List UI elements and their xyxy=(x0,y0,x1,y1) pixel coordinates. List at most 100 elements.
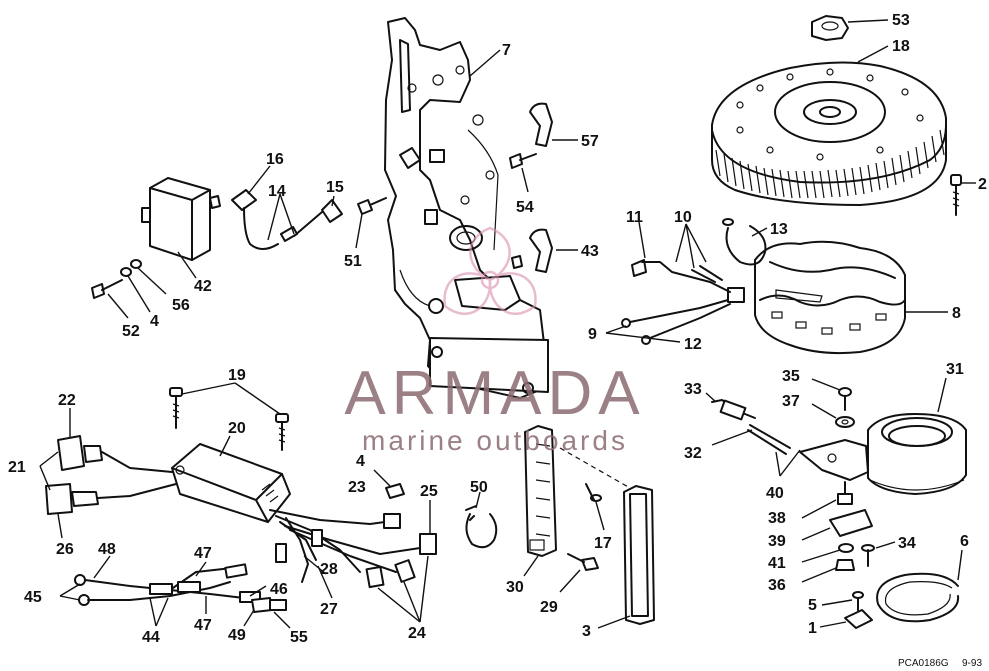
watermark-petal xyxy=(488,272,537,315)
retaining-ring-part xyxy=(876,572,960,623)
callout-13: 13 xyxy=(770,221,788,238)
callout-2: 2 xyxy=(978,176,987,193)
washer-56-part xyxy=(130,259,142,269)
callout-48: 48 xyxy=(98,541,116,558)
armature-plate-part xyxy=(384,17,549,399)
callout-26: 26 xyxy=(56,541,74,558)
callout-49: 49 xyxy=(228,627,246,644)
callout-12: 12 xyxy=(684,336,702,353)
callout-9: 9 xyxy=(588,326,597,343)
callout-57: 57 xyxy=(581,133,599,150)
callout-45: 45 xyxy=(24,589,42,606)
callout-36: 36 xyxy=(768,577,786,594)
callout-16: 16 xyxy=(266,151,284,168)
stator-part xyxy=(727,240,906,355)
callout-15: 15 xyxy=(326,179,344,196)
callout-41: 41 xyxy=(768,555,786,572)
callout-56: 56 xyxy=(172,297,190,314)
callout-35: 35 xyxy=(782,368,800,385)
spark-plug-cap-15-part xyxy=(279,199,343,242)
washer-37-part xyxy=(835,416,855,428)
connector-22-part xyxy=(57,435,173,473)
callout-42: 42 xyxy=(194,278,212,295)
watermark-brand: ARMADA xyxy=(344,359,645,428)
watermark-petal xyxy=(469,226,511,282)
flywheel-part xyxy=(711,61,947,206)
callout-10: 10 xyxy=(674,209,692,226)
callout-labels: 53 18 2 7 57 54 43 51 16 14 15 42 52 4 5… xyxy=(8,12,987,646)
callout-19: 19 xyxy=(228,367,246,384)
power-pack-screw-a-part xyxy=(169,387,183,429)
watermark-tagline: marine outboards xyxy=(362,425,628,456)
callout-38: 38 xyxy=(768,510,786,527)
callout-11: 11 xyxy=(626,209,643,226)
callout-18: 18 xyxy=(892,38,910,55)
callout-24: 24 xyxy=(408,625,426,642)
callout-6: 6 xyxy=(960,533,969,550)
callout-7: 7 xyxy=(502,42,511,59)
watermark-logo xyxy=(443,226,537,315)
washer-41-part xyxy=(838,543,854,553)
callout-31: 31 xyxy=(946,361,964,378)
connector-26-part xyxy=(45,483,177,515)
screw-17-part xyxy=(585,483,602,502)
strap-50-part xyxy=(465,505,498,549)
screw-29-part xyxy=(567,553,599,571)
drawing-code: PCA0186G xyxy=(898,658,949,669)
watermark-hub xyxy=(480,270,500,290)
callout-30: 30 xyxy=(506,579,524,596)
callout-50: 50 xyxy=(470,479,488,496)
screw-54-part xyxy=(509,153,537,169)
callout-37: 37 xyxy=(782,393,800,410)
callout-40: 40 xyxy=(766,485,784,502)
ignition-coil-part xyxy=(141,177,221,261)
callout-46: 46 xyxy=(270,581,288,598)
timer-base-part xyxy=(867,413,967,495)
screw-34-part xyxy=(861,544,875,567)
power-pack-screw-b-part xyxy=(275,413,289,451)
terminal-23-part xyxy=(385,483,405,499)
callout-29: 29 xyxy=(540,599,558,616)
callout-20: 20 xyxy=(228,420,246,437)
callout-47-a: 47 xyxy=(194,545,212,562)
callout-25: 25 xyxy=(420,483,438,500)
callout-8: 8 xyxy=(952,305,961,322)
lower-harness-part xyxy=(74,563,287,613)
nut-36-part xyxy=(835,559,855,571)
callout-4-b: 4 xyxy=(356,453,365,470)
stator-harness-part xyxy=(621,218,767,345)
flywheel-nut-part xyxy=(811,15,849,41)
link-39-part xyxy=(829,509,873,537)
callout-5: 5 xyxy=(808,597,817,614)
callout-55: 55 xyxy=(290,629,308,646)
power-pack-part xyxy=(171,443,291,523)
callout-17: 17 xyxy=(594,535,612,552)
sensor-part xyxy=(711,399,791,455)
screw-35-part xyxy=(838,387,852,411)
callout-44: 44 xyxy=(142,629,160,646)
callout-33: 33 xyxy=(684,381,702,398)
screw-5-part xyxy=(852,591,864,611)
callout-1: 1 xyxy=(808,620,817,637)
callout-4-a: 4 xyxy=(150,313,159,330)
callout-23: 23 xyxy=(348,479,366,496)
screw-38-part xyxy=(837,481,853,505)
callout-51: 51 xyxy=(344,253,362,270)
washer-4-part xyxy=(120,267,132,277)
cover-3-part xyxy=(623,485,655,625)
screw-52-part xyxy=(91,279,123,299)
bracket-30-part xyxy=(524,425,557,557)
callout-27: 27 xyxy=(320,601,338,618)
callout-22: 22 xyxy=(58,392,76,409)
flywheel-bolt-part xyxy=(950,174,962,216)
clamp-57-part xyxy=(529,102,553,147)
clamp-43-part xyxy=(511,228,553,273)
callout-28: 28 xyxy=(320,561,338,578)
callout-39: 39 xyxy=(768,533,786,550)
callout-53: 53 xyxy=(892,12,910,29)
drawing-date: 9-93 xyxy=(962,658,982,669)
timer-plate-part xyxy=(799,439,869,481)
callout-43: 43 xyxy=(581,243,599,260)
callout-32: 32 xyxy=(684,445,702,462)
